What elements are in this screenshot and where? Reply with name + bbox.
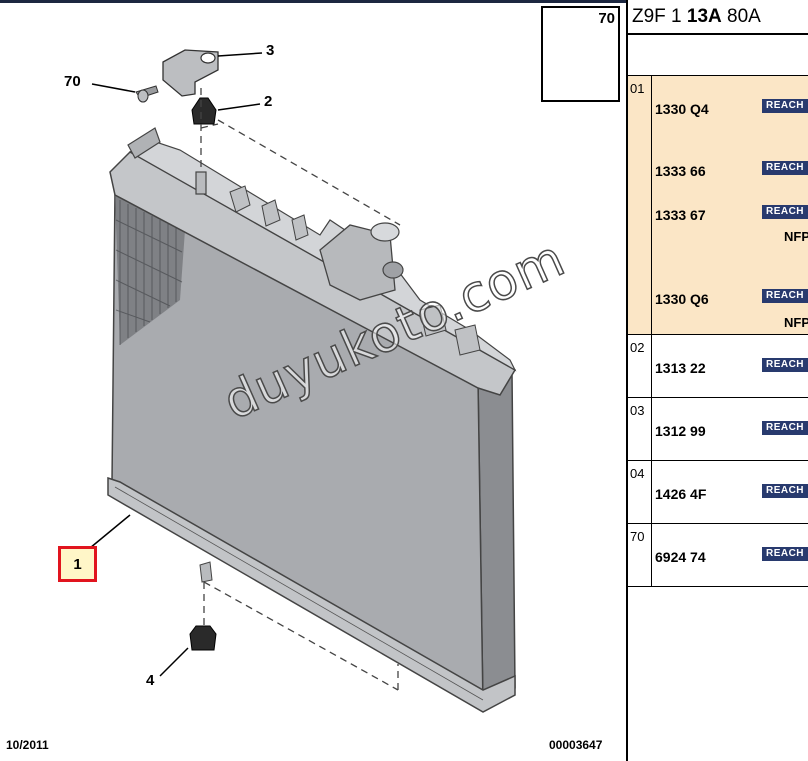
assembly-code: Z9F 1 13A 80A xyxy=(632,6,761,28)
part-number[interactable]: 1313 22 xyxy=(655,360,706,376)
inset-number: 70 xyxy=(598,10,615,27)
top-locator-pin xyxy=(195,171,207,195)
radiator-outlet-neck xyxy=(319,224,396,301)
group-02[interactable]: 02 1313 22 REACH xyxy=(628,334,808,397)
group-number: 04 xyxy=(628,461,652,523)
top-rule xyxy=(0,0,626,3)
callout-1-highlighted[interactable]: 1 xyxy=(58,546,97,582)
part-number[interactable]: 1333 67 xyxy=(655,207,706,223)
reach-badge: REACH xyxy=(762,289,808,303)
part-4-rubber-mount xyxy=(189,625,217,651)
callout-70[interactable]: 70 xyxy=(64,73,81,90)
group-number: 70 xyxy=(628,524,652,586)
callout-4[interactable]: 4 xyxy=(146,672,155,689)
nfp-note: NFP xyxy=(784,229,808,244)
part-row[interactable]: 1313 22 REACH xyxy=(652,335,808,397)
group-number: 03 xyxy=(628,398,652,460)
group-number: 01 xyxy=(628,76,652,334)
part-row[interactable]: 6924 74 REACH xyxy=(652,524,808,586)
footer-date: 10/2011 xyxy=(6,738,49,752)
part-number[interactable]: 1333 66 xyxy=(655,163,706,179)
code-suffix: 80A xyxy=(727,6,761,27)
part-number[interactable]: 1330 Q4 xyxy=(655,101,709,117)
header-divider xyxy=(626,33,808,35)
callout-3[interactable]: 3 xyxy=(266,42,275,59)
group-number: 02 xyxy=(628,335,652,397)
reach-badge: REACH xyxy=(762,161,808,175)
radiator-illustration xyxy=(89,35,615,713)
exploded-parts-diagram: 70 3 2 1 4 70 duyukoto.com 10/2011 00003… xyxy=(6,6,620,752)
nfp-note: NFP xyxy=(784,315,808,330)
radiator-bottom-tank xyxy=(107,476,516,713)
reach-badge: REACH xyxy=(762,421,808,435)
reach-badge: REACH xyxy=(762,99,808,113)
group-03[interactable]: 03 1312 99 REACH xyxy=(628,397,808,460)
part-row[interactable]: 1330 Q6 REACH NFP xyxy=(652,284,808,334)
reach-badge: REACH xyxy=(762,547,808,561)
reach-badge: REACH xyxy=(762,205,808,219)
footer-reference: 00003647 xyxy=(549,738,603,752)
part-number[interactable]: 1312 99 xyxy=(655,423,706,439)
group-04[interactable]: 04 1426 4F REACH xyxy=(628,460,808,523)
reach-badge: REACH xyxy=(762,484,808,498)
part-number[interactable]: 1426 4F xyxy=(655,486,707,502)
group-01[interactable]: 01 1330 Q4 REACH 1333 66 REACH 1333 67 R… xyxy=(628,75,808,334)
part-row[interactable]: 1333 66 REACH xyxy=(652,138,808,200)
part-row[interactable]: 1333 67 REACH NFP xyxy=(652,200,808,284)
parts-groups: 01 1330 Q4 REACH 1333 66 REACH 1333 67 R… xyxy=(628,75,808,587)
part-row[interactable]: 1426 4F REACH xyxy=(652,461,808,523)
callout-2[interactable]: 2 xyxy=(264,93,273,110)
part-2-rubber-mount xyxy=(191,97,217,125)
left-bracket xyxy=(127,127,161,159)
reach-badge: REACH xyxy=(762,358,808,372)
part-number[interactable]: 6924 74 xyxy=(655,549,706,565)
part-number[interactable]: 1330 Q6 xyxy=(655,291,709,307)
code-prefix: Z9F 1 xyxy=(632,6,682,27)
screw-inset: 70 xyxy=(541,6,620,102)
part-row[interactable]: 1330 Q4 REACH xyxy=(652,76,808,138)
radiator-side-face xyxy=(477,371,516,708)
part-row[interactable]: 1312 99 REACH xyxy=(652,398,808,460)
parts-list-panel: Z9F 1 13A 80A 01 1330 Q4 REACH 1333 66 R… xyxy=(626,0,808,761)
code-bold: 13A xyxy=(686,6,722,27)
group-70[interactable]: 70 6924 74 REACH xyxy=(628,523,808,587)
